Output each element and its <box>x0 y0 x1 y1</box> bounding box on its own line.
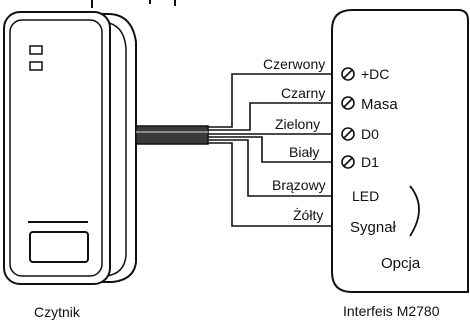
screw-slot-icon <box>343 98 353 108</box>
reader-card-slot <box>29 231 89 263</box>
terminal-label-led: LED <box>352 188 379 204</box>
terminal-screw-d0 <box>341 127 355 141</box>
screw-slot-icon <box>343 129 353 139</box>
wire-label-czerwony: Czerwony <box>263 56 325 72</box>
interface-label: Interfeis M2780 <box>343 303 440 319</box>
optional-bracket <box>409 185 420 237</box>
wire-label-bialy: Biały <box>289 144 319 160</box>
reader-led-window-bottom <box>29 61 43 71</box>
terminal-screw-dc <box>341 67 355 81</box>
terminal-screw-masa <box>341 96 355 110</box>
wire-label-zolty: Żółty <box>293 206 323 223</box>
interface-device: +DC Masa D0 D1 LED Sygnał Opcja Interfei… <box>331 9 469 319</box>
wire-czarny <box>208 102 342 131</box>
reader-housing-inner-edge <box>103 21 127 277</box>
reader-front-inset <box>9 19 103 277</box>
wire-zolty <box>208 142 346 227</box>
terminal-label-d0: D0 <box>361 126 379 142</box>
wire-czerwony <box>208 73 340 128</box>
cable-jacket <box>135 125 209 145</box>
wire-label-zielony: Zielony <box>275 116 320 132</box>
wire-label-brazowy: Brązowy <box>272 177 326 193</box>
top-crop-artifact <box>91 0 176 8</box>
terminal-label-d1: D1 <box>361 154 379 170</box>
reader-front-panel <box>3 11 111 285</box>
terminal-screw-d1 <box>341 155 355 169</box>
interface-box <box>331 9 469 293</box>
wire-bialy <box>208 136 342 163</box>
reader-led-window-top <box>29 45 43 55</box>
wire-label-czarny: Czarny <box>281 85 325 101</box>
optional-label: Opcja <box>381 255 421 272</box>
wire-paths <box>208 73 346 227</box>
terminal-label-sygnal: Sygnał <box>350 219 397 236</box>
reader-label: Czytnik <box>34 304 81 320</box>
cable <box>135 125 209 145</box>
wire-labels: Czerwony Czarny Zielony Biały Brązowy Żó… <box>263 56 326 223</box>
screw-slot-icon <box>343 157 353 167</box>
screw-slot-icon <box>343 69 353 79</box>
reader-device: Czytnik <box>3 11 137 320</box>
wire-brazowy <box>208 139 346 197</box>
terminal-label-dc: +DC <box>361 66 389 82</box>
terminal-label-masa: Masa <box>361 96 398 113</box>
